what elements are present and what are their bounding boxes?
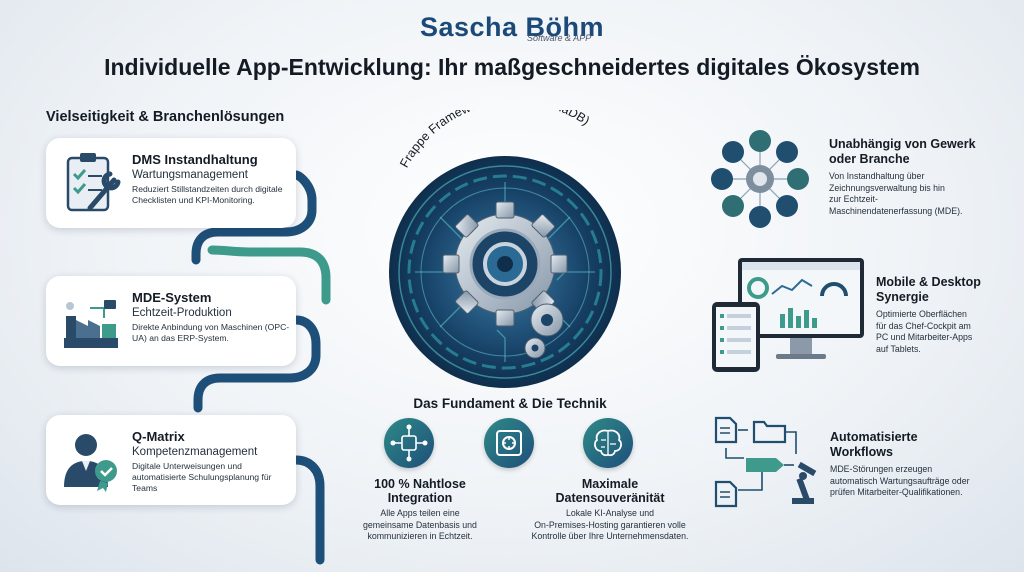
card-title: DMS Instandhaltung [132, 152, 258, 167]
brain-icon [583, 418, 633, 468]
left-section-title: Vielseitigkeit & Branchenlösungen [46, 109, 285, 125]
card-subtitle: Echtzeit-Produktion [132, 307, 232, 319]
feature-sovereignty: Maximale Datensouveränität Lokale KI-Ana… [531, 477, 689, 541]
factory-icon [64, 300, 118, 348]
clipboard-wrench-icon [66, 153, 121, 212]
card-description: Digitale Unterweisungen und automatisier… [132, 461, 272, 493]
card-title: Q-Matrix [132, 429, 185, 444]
fundament-title: Das Fundament & Die Technik [413, 396, 607, 411]
gear-core-icon [389, 156, 621, 388]
block-workflows: Automatisierte Workflows MDE-Störungen e… [830, 430, 970, 497]
safe-icon [484, 418, 534, 468]
card-title: MDE-System [132, 290, 212, 305]
brand-name: Sascha Böhm [419, 12, 605, 42]
card-dms: DMS Instandhaltung Wartungsmanagement Re… [46, 138, 296, 228]
brand: Sascha Böhm [0, 12, 1024, 43]
card-subtitle: Kompetenzmanagement [132, 446, 258, 458]
workflow-icon [714, 416, 817, 508]
page-title: Individuelle App-Entwicklung: Ihr maßges… [104, 54, 920, 80]
brand-subtitle: Software & APP [527, 33, 592, 43]
hub-icon [711, 130, 809, 228]
network-icon [384, 418, 434, 468]
devices-icon [712, 258, 864, 372]
employee-badge-icon [64, 434, 117, 492]
feature-integration: 100 % Nahtlose Integration Alle Apps tei… [363, 477, 477, 541]
block-mobile-desktop: Mobile & Desktop Synergie Optimierte Obe… [876, 275, 981, 354]
card-qmatrix: Q-Matrix Kompetenzmanagement Digitale Un… [46, 415, 296, 505]
card-mde: MDE-System Echtzeit-Produktion Direkte A… [46, 276, 296, 366]
card-description: Reduziert Stillstandzeiten durch digital… [132, 184, 283, 205]
block-independent: Unabhängig von Gewerk oder Branche Von I… [829, 137, 976, 216]
card-description: Direkte Anbindung von Maschinen (OPC-UA)… [132, 322, 290, 343]
card-subtitle: Wartungsmanagement [132, 169, 248, 181]
